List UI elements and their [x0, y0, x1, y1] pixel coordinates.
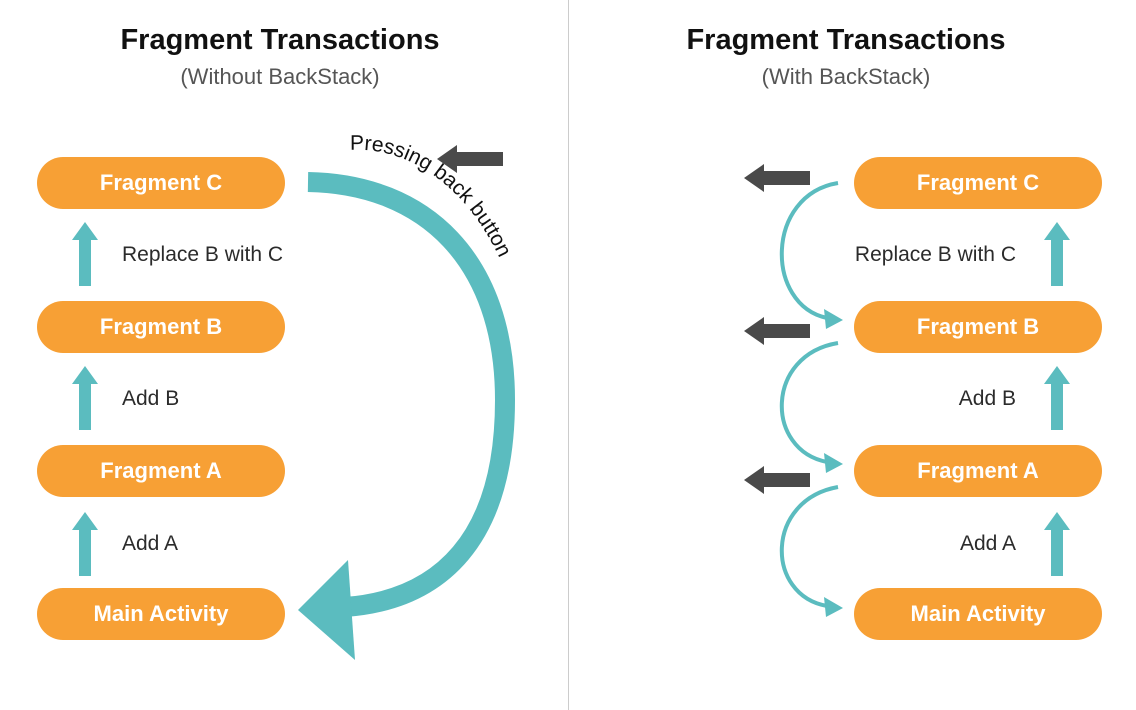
left-box-fragment-a: Fragment A — [37, 445, 285, 497]
left-box-main-activity: Main Activity — [37, 588, 285, 640]
curve-a-to-main-head-icon — [824, 597, 843, 617]
left-box-fragment-b: Fragment B — [37, 301, 285, 353]
right-box-fragment-b: Fragment B — [854, 301, 1102, 353]
right-box-fragment-c: Fragment C — [854, 157, 1102, 209]
left-step-add-b: Add B — [122, 387, 180, 410]
right-step-add-b: Add B — [958, 387, 1016, 410]
curve-b-to-a-head-icon — [824, 453, 843, 473]
left-step-add-a: Add A — [122, 532, 179, 555]
left-box-fragment-c: Fragment C — [37, 157, 285, 209]
right-subtitle: (With BackStack) — [761, 64, 931, 89]
panel-divider — [568, 0, 569, 710]
back-curve-arrow-head-icon — [298, 560, 355, 660]
left-back-arrow-icon — [437, 145, 503, 173]
right-step-add-a: Add A — [959, 532, 1016, 555]
left-subtitle: (Without BackStack) — [180, 64, 380, 89]
right-up-arrow-icon-3 — [1044, 512, 1070, 576]
curve-b-to-a-icon — [779, 341, 839, 464]
curve-c-to-b-head-icon — [824, 309, 843, 329]
curve-a-to-main-icon — [779, 485, 839, 608]
curve-c-to-b-icon — [779, 181, 839, 320]
right-back-arrow-icon-3 — [744, 466, 810, 494]
left-title: Fragment Transactions — [120, 24, 440, 56]
right-box-main-activity: Main Activity — [854, 588, 1102, 640]
right-box-fragment-a: Fragment A — [854, 445, 1102, 497]
right-up-arrow-icon-1 — [1044, 222, 1070, 286]
right-up-arrow-icon-2 — [1044, 366, 1070, 430]
right-title: Fragment Transactions — [686, 24, 1006, 56]
right-step-replace: Replace B with C — [854, 243, 1016, 266]
left-up-arrow-icon-1 — [72, 222, 98, 286]
right-back-arrow-icon-1 — [744, 164, 810, 192]
left-up-arrow-icon-2 — [72, 366, 98, 430]
right-back-arrow-icon-2 — [744, 317, 810, 345]
left-step-replace: Replace B with C — [122, 243, 284, 266]
left-up-arrow-icon-3 — [72, 512, 98, 576]
back-curve-arrow-icon — [307, 172, 516, 617]
